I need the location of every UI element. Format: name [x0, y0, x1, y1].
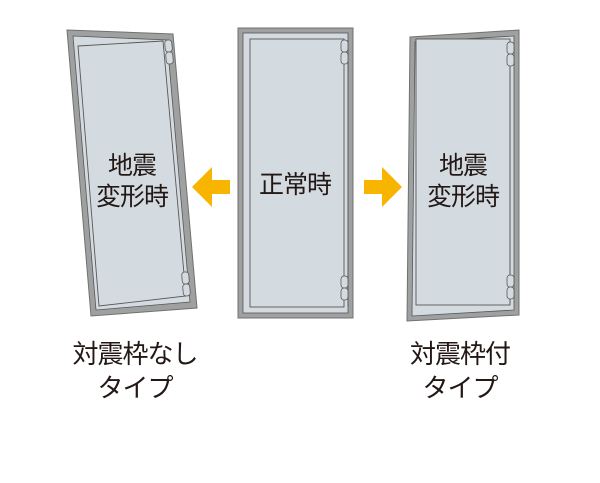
right-door-hinges — [506, 41, 515, 300]
caption-with-seismic-frame: 対震枠付 タイプ — [390, 338, 530, 406]
right-door-deformed — [406, 29, 520, 322]
left-door-label: 地震 変形時 — [82, 150, 182, 212]
left-door-label-line1: 地震 — [107, 151, 157, 180]
center-door-label: 正常時 — [245, 169, 345, 200]
left-door-hinges — [164, 39, 191, 297]
caption-without-seismic-frame: 対震枠なし タイプ — [55, 338, 215, 406]
caption-left-line1: 対震枠なし — [72, 340, 198, 370]
center-door-hinges — [340, 39, 349, 301]
caption-right-line2: タイプ — [422, 374, 498, 404]
center-door-label-line1: 正常時 — [258, 170, 332, 199]
right-door-label-line2: 変形時 — [426, 182, 500, 211]
center-door-normal — [237, 27, 354, 319]
left-door-deformed — [66, 29, 198, 317]
right-door-leaf — [415, 38, 511, 306]
left-door-label-line2: 変形時 — [95, 182, 169, 211]
caption-right-line1: 対震枠付 — [409, 340, 511, 370]
center-door-leaf — [249, 38, 345, 308]
arrow-left-icon — [192, 167, 230, 207]
right-door-label-line1: 地震 — [438, 151, 488, 180]
arrow-right-icon — [364, 167, 402, 207]
caption-left-line2: タイプ — [97, 374, 173, 404]
right-door-label: 地震 変形時 — [413, 150, 513, 212]
